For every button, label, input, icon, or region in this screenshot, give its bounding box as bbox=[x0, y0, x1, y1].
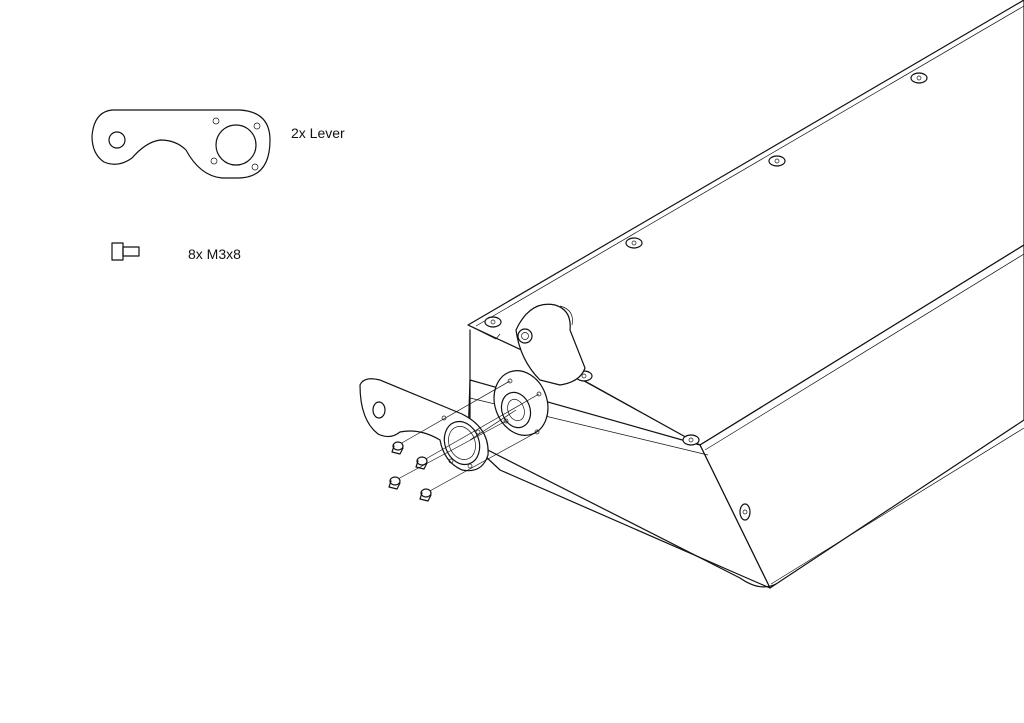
bearing-flange bbox=[493, 370, 549, 436]
housing-screw-icon bbox=[484, 316, 502, 328]
mounted-lever bbox=[515, 303, 586, 386]
m3-screw-icon bbox=[415, 456, 428, 470]
lever-quantity-label: 2x Lever bbox=[291, 125, 345, 141]
housing-screw-icon bbox=[682, 434, 700, 446]
m3-screw-icon bbox=[388, 476, 401, 490]
screw-quantity-label: 8x M3x8 bbox=[188, 246, 241, 262]
housing-screws bbox=[484, 72, 928, 521]
housing-screw-icon bbox=[768, 155, 786, 167]
housing-screw-icon bbox=[739, 503, 751, 521]
exploded-screws bbox=[388, 441, 432, 502]
housing-screw-icon bbox=[625, 237, 643, 249]
explode-lines bbox=[395, 380, 540, 493]
screw-part-icon bbox=[111, 242, 140, 261]
housing-body bbox=[467, 0, 1024, 589]
m3-screw-icon bbox=[391, 441, 404, 455]
lever-part-icon bbox=[91, 109, 271, 179]
m3-screw-icon bbox=[419, 488, 432, 502]
housing-screw-icon bbox=[910, 72, 928, 84]
